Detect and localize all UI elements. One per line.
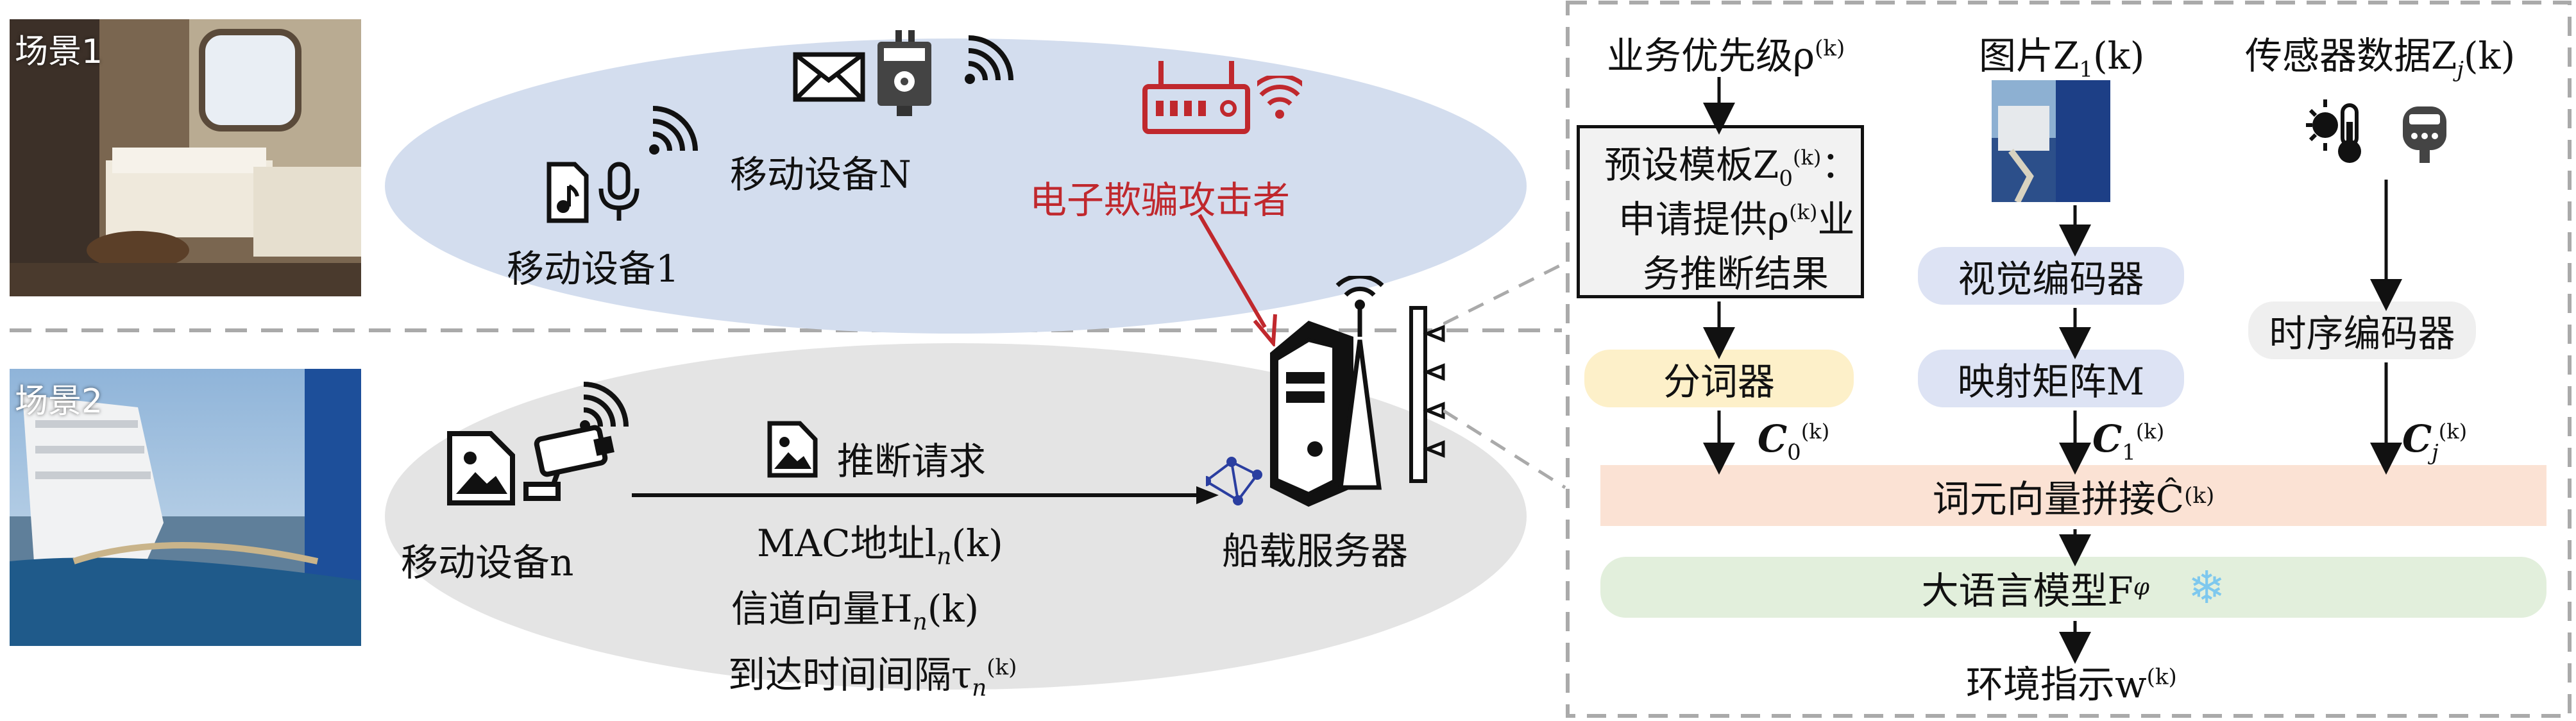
arrival-interval-label: 到达时间间隔τn(k) bbox=[728, 653, 1017, 702]
template-line-1: 预设模板Z0(k)： bbox=[1604, 143, 1859, 192]
wifi-signal-icon bbox=[965, 35, 1013, 84]
temperature-sensor-icon bbox=[2306, 99, 2361, 163]
camera-icon bbox=[523, 425, 614, 501]
c0-label: C0(k) bbox=[1758, 417, 1830, 466]
zoom-connector bbox=[1443, 261, 1566, 489]
mail-icon bbox=[793, 52, 865, 102]
scene1-photo: 场景1 bbox=[10, 19, 361, 296]
flow-arrows bbox=[1703, 77, 2402, 664]
spoofer-label: 电子欺骗攻击者 bbox=[1030, 178, 1291, 222]
image-label: 图片Z1(k) bbox=[1979, 34, 2145, 83]
snowflake-icon: ❄ bbox=[2187, 561, 2226, 614]
template-line-2: 申请提供ρ(k)业 bbox=[1618, 198, 1855, 241]
output-label: 环境指示w(k) bbox=[1966, 663, 2177, 706]
cj-label: Cj(k) bbox=[2402, 417, 2468, 466]
server-label: 船载服务器 bbox=[1222, 529, 1409, 573]
scene1-label: 场景1 bbox=[15, 33, 103, 71]
music-file-icon bbox=[547, 162, 589, 223]
microphone-icon bbox=[598, 162, 640, 221]
wifi-signal-icon bbox=[580, 382, 629, 430]
gauge-meter-icon bbox=[2403, 106, 2446, 163]
sensor-label: 传感器数据Zj(k) bbox=[2245, 34, 2516, 83]
image-icon bbox=[447, 431, 515, 505]
device-N-label: 移动设备N bbox=[730, 153, 911, 196]
scene2-label: 场景2 bbox=[15, 382, 103, 421]
ship-image-thumbnail bbox=[1992, 80, 2110, 202]
scene2-ellipse bbox=[385, 343, 1527, 690]
mac-address-label: MAC地址ln(k) bbox=[757, 522, 1003, 570]
temporal-encoder-box: 时序编码器 bbox=[2248, 301, 2476, 359]
priority-label: 业务优先级ρ(k) bbox=[1607, 34, 1845, 78]
visual-encoder-box: 视觉编码器 bbox=[1918, 247, 2184, 305]
server-icon bbox=[1206, 276, 1445, 507]
spoofer-wifi-icon bbox=[1257, 76, 1302, 119]
right-panel-border bbox=[1566, 1, 2572, 718]
wifi-signal-icon bbox=[649, 106, 698, 155]
request-image-icon bbox=[767, 421, 818, 478]
projection-matrix-box: 映射矩阵M bbox=[1918, 350, 2184, 407]
c1-label: C1(k) bbox=[2092, 417, 2165, 466]
request-label: 推断请求 bbox=[837, 439, 987, 483]
router-icon bbox=[1142, 61, 1250, 134]
channel-vector-label: 信道向量Hn(k) bbox=[731, 587, 979, 636]
token-concat-bar: 词元向量拼接Ĉ(k) bbox=[1600, 465, 2546, 526]
tokenizer-box: 分词器 bbox=[1584, 350, 1854, 407]
template-line-3: 务推断结果 bbox=[1643, 252, 1829, 296]
scene2-photo: 场景2 bbox=[10, 369, 361, 646]
request-arrow bbox=[632, 486, 1219, 504]
device-1-label: 移动设备1 bbox=[507, 247, 679, 291]
attack-arrow bbox=[1198, 214, 1277, 346]
meter-device-icon bbox=[877, 30, 931, 116]
device-n-label: 移动设备n bbox=[401, 541, 574, 584]
